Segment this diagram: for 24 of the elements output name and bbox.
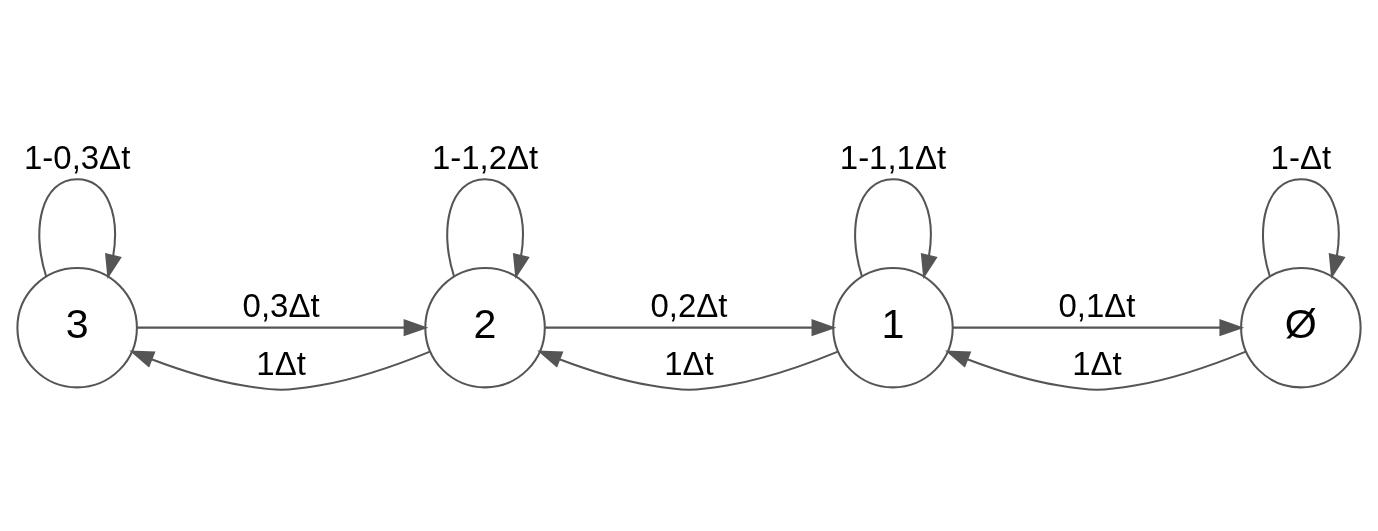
arrow <box>537 350 839 391</box>
edge-label: 0,2Δt <box>650 286 728 324</box>
arrow <box>854 177 938 279</box>
edge-label: 1-1,1Δt <box>839 138 947 176</box>
arrow <box>129 350 431 391</box>
node-circle: 2 <box>424 266 546 388</box>
arrow <box>945 350 1247 391</box>
node-circle: 1 <box>832 266 954 388</box>
node-circle: 3 <box>16 266 138 388</box>
edge-label: 0,3Δt <box>242 286 320 324</box>
edge-label: 0,1Δt <box>1058 286 1136 324</box>
edge-label: 1-1,2Δt <box>431 138 539 176</box>
node-circle: Ø <box>1240 266 1362 388</box>
arrow <box>446 177 530 279</box>
edge-label: 1Δt <box>1072 344 1122 382</box>
arrow <box>1262 177 1346 279</box>
arrow <box>137 318 429 336</box>
edge-label: 1-0,3Δt <box>24 138 131 176</box>
arrow <box>952 318 1245 336</box>
edge-label: 1-Δt <box>1270 138 1332 176</box>
arrow <box>38 177 122 279</box>
edge-label: 1Δt <box>256 344 306 382</box>
edge-label: 1Δt <box>664 344 714 382</box>
arrow <box>544 318 837 336</box>
